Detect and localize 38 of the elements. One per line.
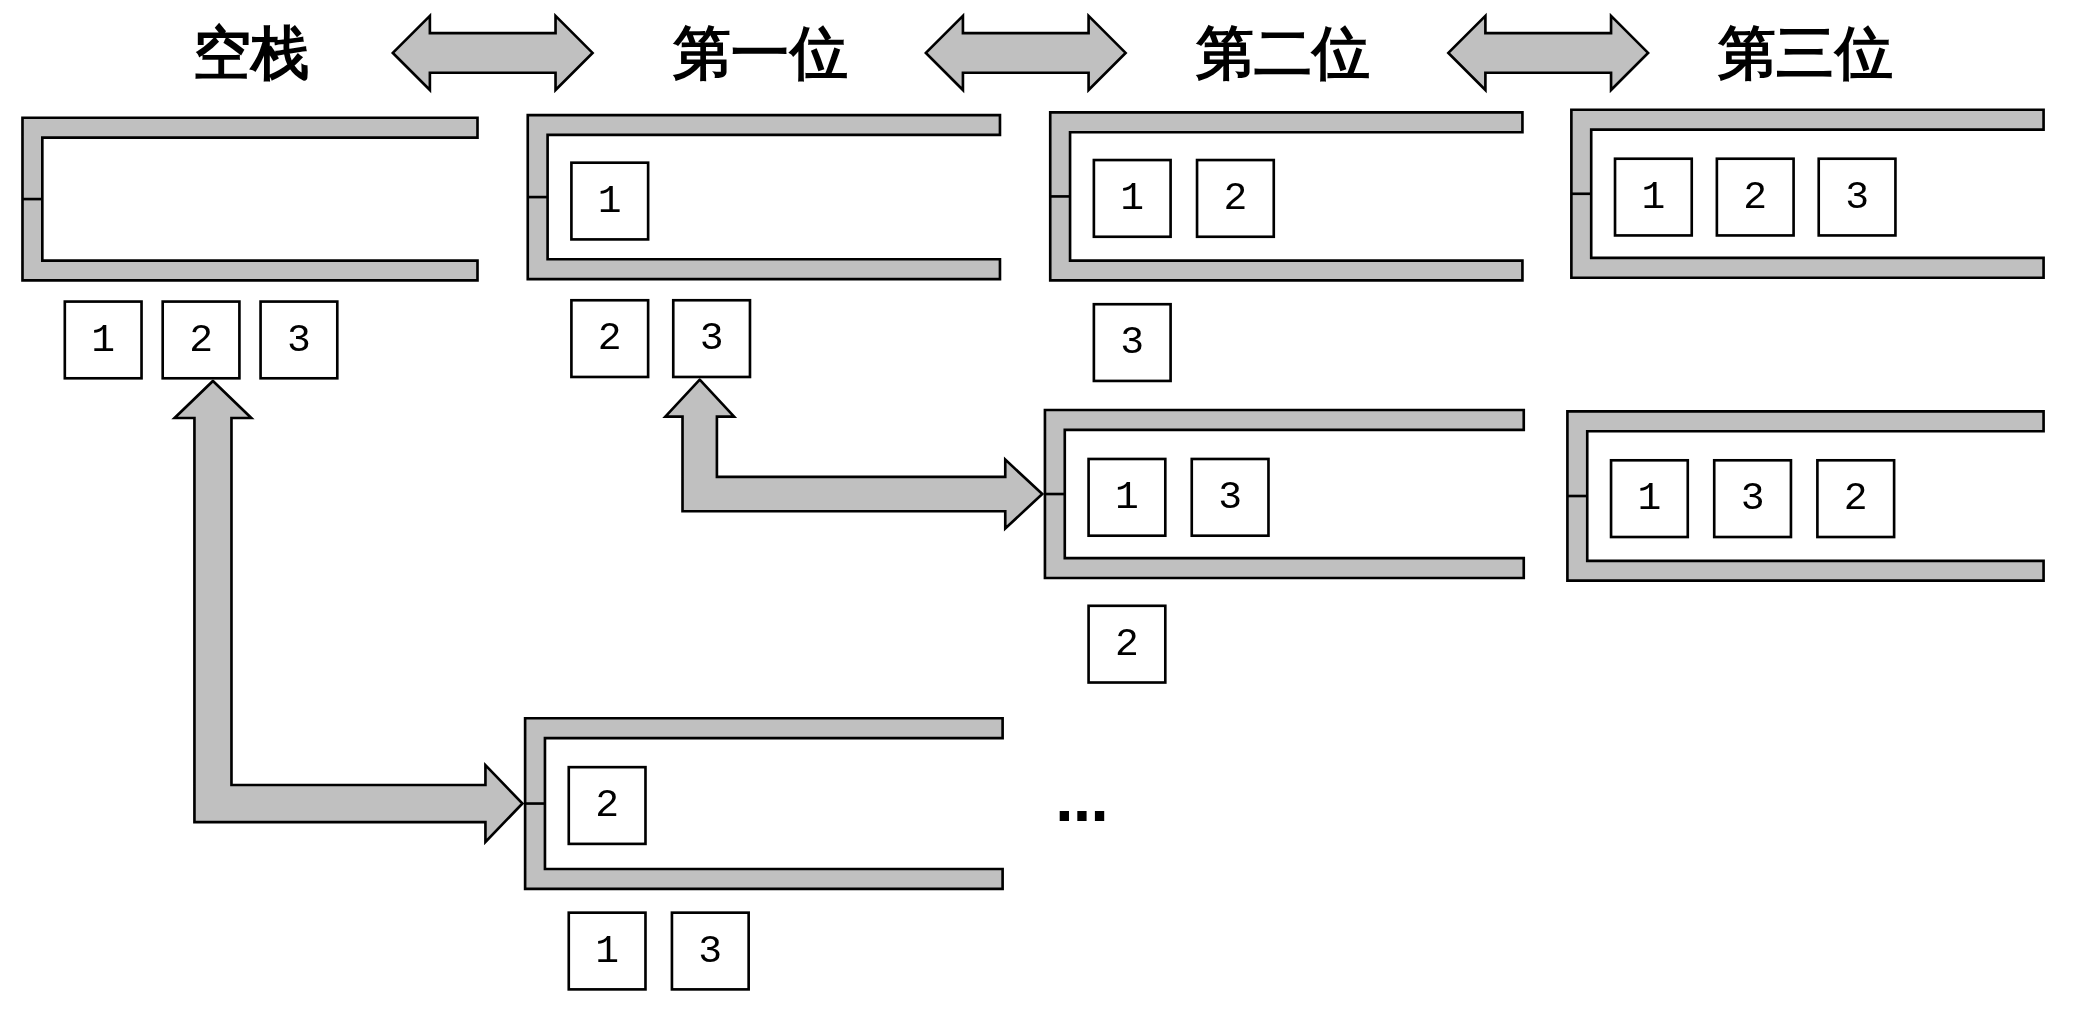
number-box: 1 [570,161,650,241]
number-box: 3 [1712,459,1793,539]
stack-frame [1043,408,1526,580]
number-box: 2 [567,765,647,846]
stage-heading: 第三位 [1718,18,1893,88]
stack-frame [526,113,1002,281]
double-arrow [390,12,595,94]
number-box: 1 [567,911,647,991]
number-box: 1 [63,300,143,380]
stack-frame [21,116,479,282]
stage-heading: 空栈 [193,18,310,88]
stack-frame [1048,111,1524,282]
stage-heading: 第一位 [673,18,848,88]
number-box: 3 [670,911,750,991]
number-box: 3 [671,298,752,379]
double-arrow [924,12,1128,94]
number-box: 2 [1195,158,1276,239]
number-box: 1 [1092,158,1172,239]
number-box: 2 [1715,157,1795,237]
number-box: 1 [1609,459,1690,539]
number-box: 2 [1816,459,1896,539]
number-box: 3 [1817,157,1897,237]
number-box: 2 [161,300,241,380]
number-box: 3 [1092,302,1172,383]
number-box: 3 [1190,457,1270,537]
bent-double-arrow [171,379,525,846]
stack-frame [1566,410,2045,582]
number-box: 2 [570,298,650,379]
number-box: 2 [1087,604,1167,684]
number-box: 1 [1613,157,1694,237]
number-box: 1 [1087,457,1167,537]
stack-frame [523,716,1004,891]
stack-frame [1570,108,2045,280]
ellipsis: … [1055,771,1109,836]
bent-double-arrow [662,377,1045,532]
number-box: 3 [259,300,339,380]
stage-heading: 第二位 [1195,18,1371,88]
double-arrow [1446,12,1650,94]
